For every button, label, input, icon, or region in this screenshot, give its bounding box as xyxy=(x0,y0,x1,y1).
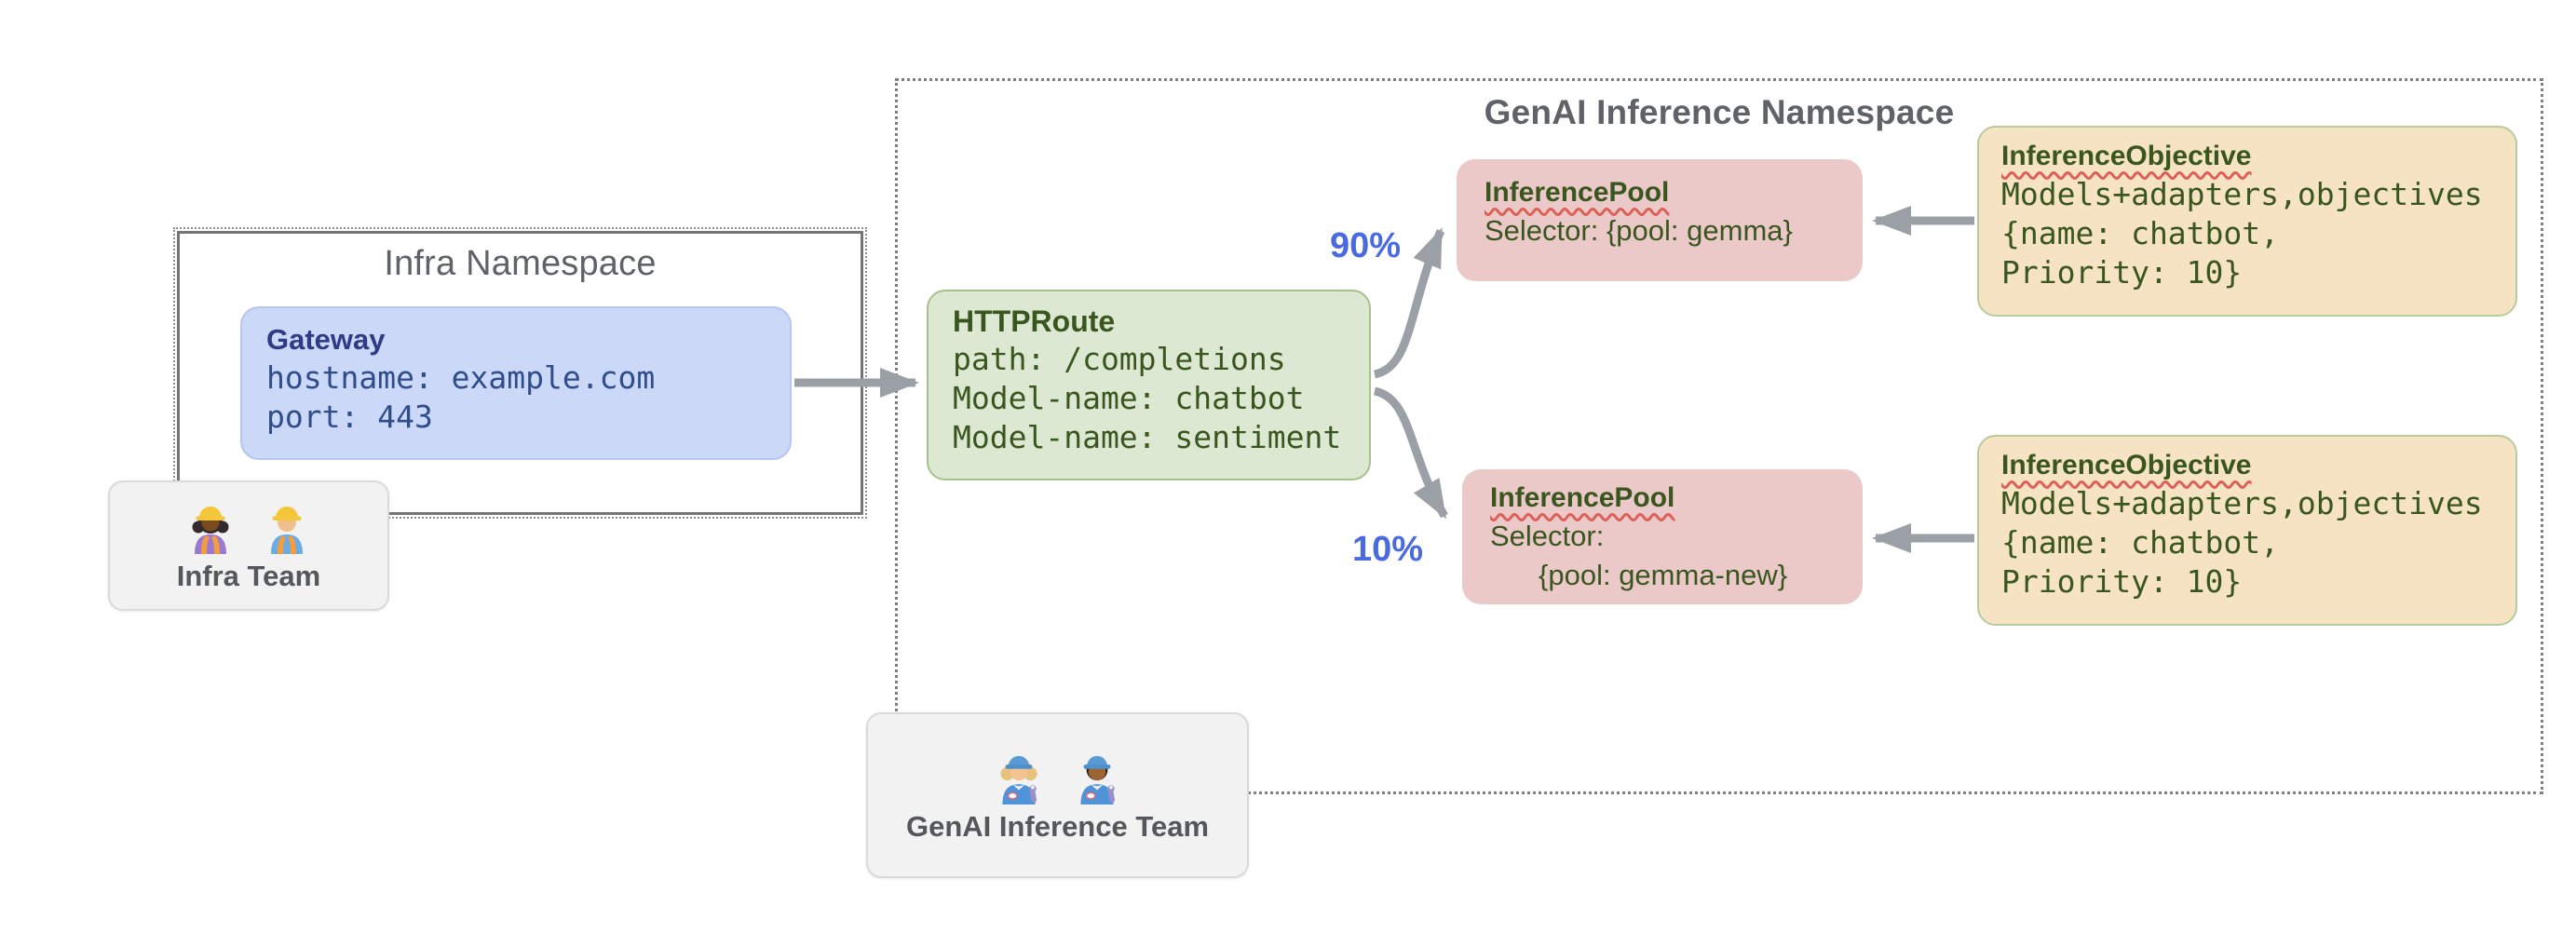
inference-pool-gemma-new-selector: Selector: xyxy=(1490,520,1605,552)
genai-inference-namespace-box xyxy=(895,78,2543,794)
woman-construction-worker-dark-skin-emoji xyxy=(192,507,229,554)
inference-pool-gemma-new-selector-value: {pool: gemma-new} xyxy=(1539,559,1788,591)
gateway-title: Gateway xyxy=(266,323,386,356)
inference-pool-gemma-new-title: InferencePool xyxy=(1490,482,1675,513)
inference-pool-gemma-selector: Selector: {pool: gemma} xyxy=(1485,214,1793,247)
gateway-hostname: hostname: example.com xyxy=(266,359,656,396)
gateway-port: port: 443 xyxy=(266,399,433,435)
inference-pool-gemma-node: InferencePool Selector: {pool: gemma} xyxy=(1457,159,1863,281)
inference-pool-gemma-new-node: InferencePool Selector: {pool: gemma-new… xyxy=(1462,469,1863,604)
infra-team-emoji-row xyxy=(185,498,312,554)
infra-namespace-title: Infra Namespace xyxy=(384,244,657,283)
man-construction-worker-light-skin-emoji xyxy=(271,507,303,554)
inference-pool-gemma-title: InferencePool xyxy=(1485,177,1670,208)
genai-team-emoji-row xyxy=(993,747,1123,805)
httproute-model-chatbot: Model-name: chatbot xyxy=(953,380,1305,416)
inference-objective-bottom-node: InferenceObjective Models+adapters,objec… xyxy=(1977,435,2517,626)
inference-objective-top-node: InferenceObjective Models+adapters,objec… xyxy=(1977,126,2517,317)
inference-objective-top-title: InferenceObjective xyxy=(2001,141,2252,171)
inference-objective-top-line-3: Priority: 10} xyxy=(2001,254,2243,291)
gateway-node: Gateway hostname: example.com port: 443 xyxy=(240,306,792,460)
inference-objective-bottom-line-1: Models+adapters,objectives xyxy=(2001,485,2483,521)
httproute-model-sentiment: Model-name: sentiment xyxy=(953,419,1342,455)
httproute-path: path: /completions xyxy=(953,341,1286,377)
inference-objective-bottom-line-3: Priority: 10} xyxy=(2001,563,2243,600)
traffic-split-10-label: 10% xyxy=(1352,530,1424,569)
httproute-node: HTTPRoute path: /completions Model-name:… xyxy=(927,290,1371,480)
genai-inference-namespace-title: GenAI Inference Namespace xyxy=(1484,93,1955,131)
man-mechanic-dark-skin-emoji xyxy=(1079,755,1115,805)
inference-objective-bottom-title: InferenceObjective xyxy=(2001,450,2252,480)
genai-team-label: GenAI Inference Team xyxy=(905,810,1210,843)
woman-mechanic-light-skin-emoji xyxy=(999,755,1037,805)
httproute-title: HTTPRoute xyxy=(953,304,1116,338)
inference-objective-top-line-2: {name: chatbot, xyxy=(2001,215,2280,251)
genai-inference-team-card: GenAI Inference Team xyxy=(866,712,1249,878)
infra-team-label: Infra Team xyxy=(176,560,321,592)
infra-team-card: Infra Team xyxy=(108,480,389,611)
traffic-split-90-label: 90% xyxy=(1330,226,1402,265)
inference-objective-bottom-line-2: {name: chatbot, xyxy=(2001,524,2280,561)
infra-namespace-box xyxy=(173,227,867,519)
inference-objective-top-line-1: Models+adapters,objectives xyxy=(2001,176,2483,212)
